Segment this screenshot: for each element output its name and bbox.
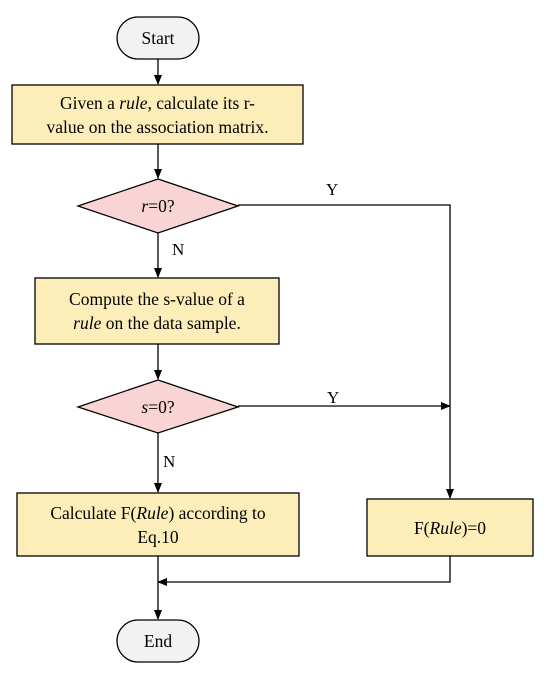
edge-decision-r-yes (238, 204, 454, 499)
step1-process (11, 84, 304, 145)
edge-label-r-no: N (172, 240, 185, 259)
edge-label-s-yes: Y (327, 388, 340, 407)
f-zero-process (366, 498, 534, 557)
decision-s-diamond (75, 379, 241, 434)
edge-label-s-no: N (163, 452, 176, 471)
step2-process (34, 277, 280, 345)
start-terminal (116, 16, 200, 60)
calc-f-process (16, 492, 300, 557)
decision-r-diamond (75, 178, 241, 234)
connectors (154, 59, 454, 620)
edge-f-zero-to-merge (157, 556, 451, 586)
end-terminal (116, 619, 200, 663)
edge-label-r-yes: Y (326, 180, 339, 199)
